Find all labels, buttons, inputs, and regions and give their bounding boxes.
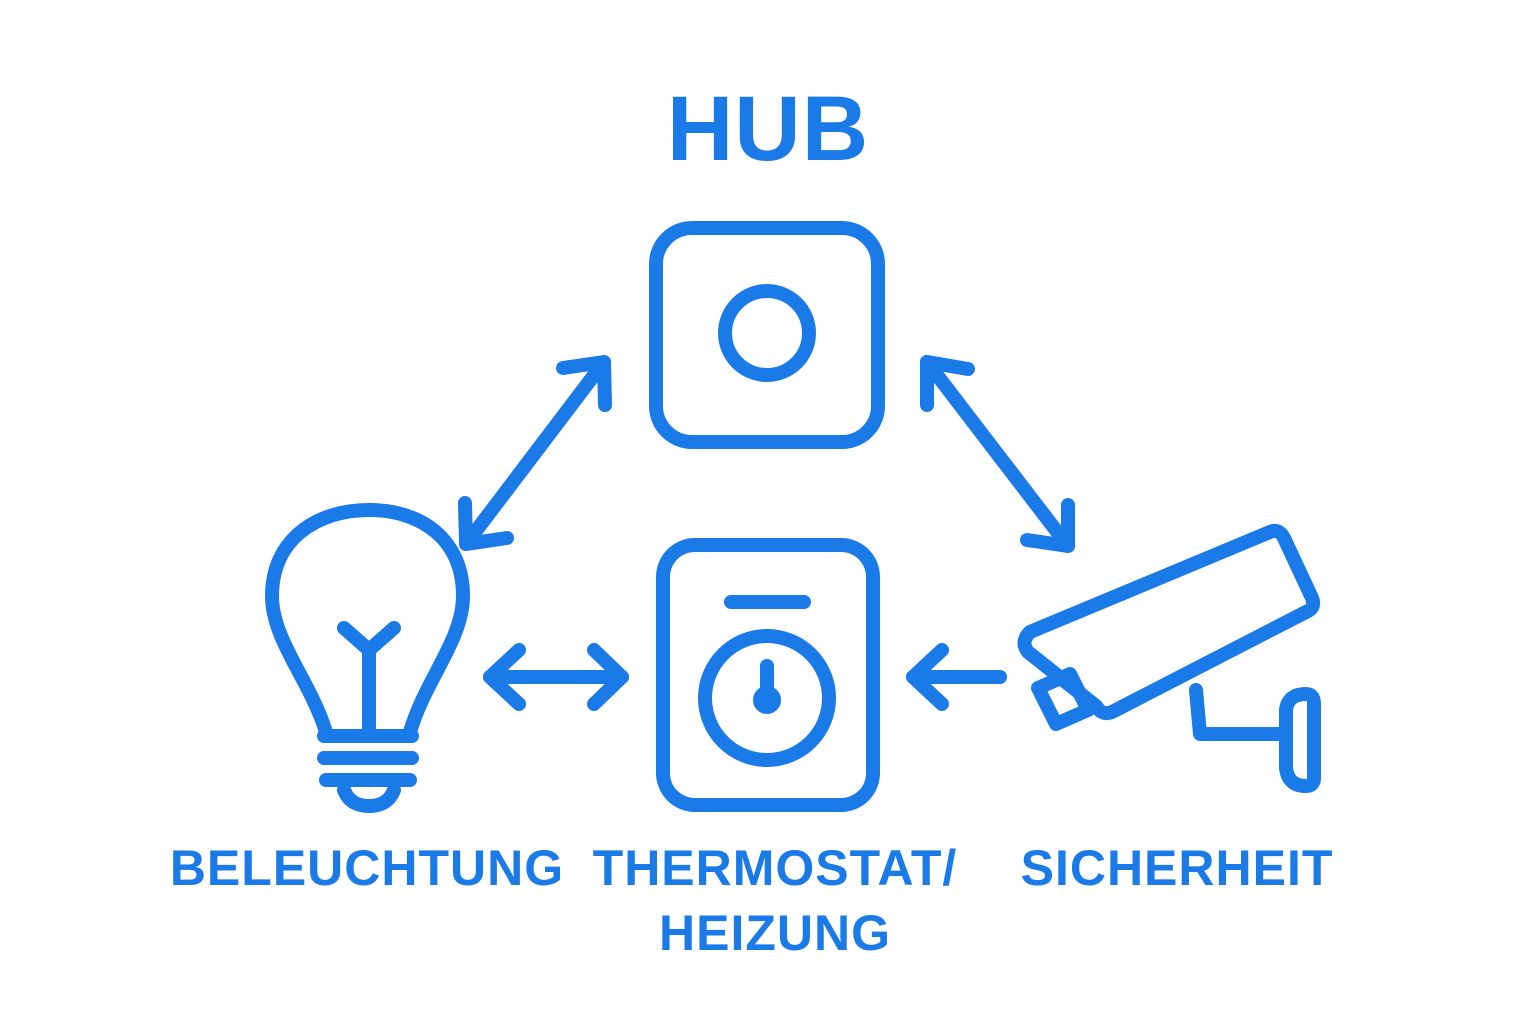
security-camera-icon bbox=[1017, 523, 1321, 793]
thermostat-label-line1: THERMOSTAT/ bbox=[593, 840, 958, 896]
thermostat-label-line2: HEIZUNG bbox=[659, 905, 891, 961]
lighting-label: BELEUCHTUNG bbox=[170, 840, 564, 896]
arrow-hub-security bbox=[920, 355, 1075, 553]
light-bulb-icon bbox=[265, 503, 470, 813]
security-label: SICHERHEIT bbox=[1021, 840, 1334, 896]
arrow-hub-lighting bbox=[458, 355, 612, 551]
diagram-title: HUB bbox=[667, 78, 869, 180]
arrow-security-thermostat bbox=[906, 643, 1007, 711]
hub-device-icon bbox=[649, 221, 885, 449]
thermostat-icon bbox=[656, 538, 880, 812]
arrow-lighting-thermostat bbox=[483, 643, 629, 711]
